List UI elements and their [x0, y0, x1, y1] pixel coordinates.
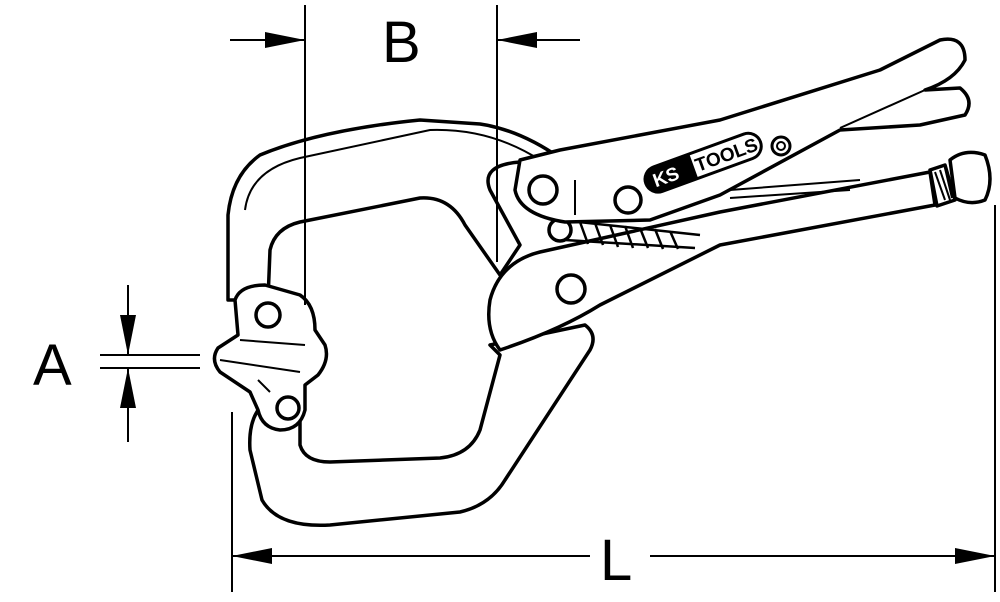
lower-handle [487, 170, 937, 352]
logo-rivet [770, 135, 792, 157]
upper-frame [226, 118, 562, 302]
dimension-a: A [33, 285, 200, 442]
upper-handle-rivet [613, 185, 643, 215]
upper-handle-pivot [527, 174, 559, 206]
dimension-l: L [231, 205, 996, 593]
upper-handle [513, 37, 971, 224]
pivot-pin-bottom [275, 395, 301, 421]
label-b: B [382, 10, 421, 75]
dimension-b: B [230, 5, 580, 305]
label-a: A [33, 333, 72, 398]
pivot-pin-top [254, 301, 282, 329]
label-l: L [600, 528, 632, 593]
spring [559, 218, 701, 250]
lower-handle-rivet [555, 273, 587, 305]
adjusting-knob [948, 150, 992, 205]
lower-frame [248, 323, 595, 528]
swivel-pad [212, 283, 329, 432]
